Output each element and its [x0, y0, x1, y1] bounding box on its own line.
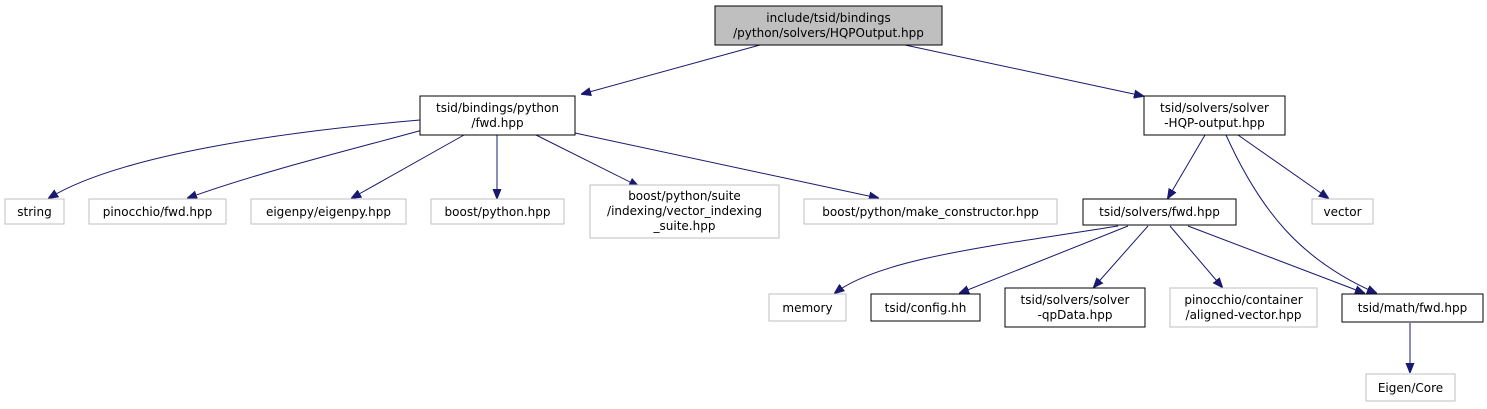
node-solver-output-line-2: -HQP-output.hpp	[1164, 116, 1265, 130]
node-vector-label: vector	[1323, 205, 1361, 219]
edge-output-solvers-fwd	[1168, 134, 1206, 198]
edge-output-math-fwd	[1225, 134, 1376, 293]
node-eigen-core-label: Eigen/Core	[1378, 381, 1443, 395]
node-eigenpy-label: eigenpy/eigenpy.hpp	[266, 205, 391, 219]
edge-bindings-boost-suite	[535, 134, 638, 186]
node-boost-suite[interactable]: boost/python/suite /indexing/vector_inde…	[589, 184, 780, 239]
node-aligned-vector-line-1: pinocchio/container	[1184, 293, 1302, 307]
node-eigenpy[interactable]: eigenpy/eigenpy.hpp	[250, 198, 407, 225]
node-bindings-fwd[interactable]: tsid/bindings/python /fwd.hpp	[419, 95, 576, 136]
edge-bindings-pinocchio	[188, 127, 431, 198]
node-aligned-vector-line-2: /aligned-vector.hpp	[1186, 308, 1302, 322]
node-qpdata-line-2: -qpData.hpp	[1038, 308, 1113, 322]
edges	[49, 44, 1410, 372]
edge-solversfwd-qpdata	[1094, 225, 1149, 287]
node-bindings-fwd-line-1: tsid/bindings/python	[436, 101, 559, 115]
node-aligned-vector[interactable]: pinocchio/container /aligned-vector.hpp	[1169, 287, 1318, 328]
edge-bindings-string	[49, 119, 421, 198]
edge-root-solver-output	[904, 44, 1143, 96]
node-root-line-1: include/tsid/bindings	[766, 11, 890, 25]
node-eigen-core[interactable]: Eigen/Core	[1365, 373, 1456, 402]
node-string-label: string	[17, 205, 51, 219]
node-solver-output-line-1: tsid/solvers/solver	[1160, 101, 1269, 115]
node-boost-suite-line-1: boost/python/suite	[628, 189, 741, 203]
node-qpdata[interactable]: tsid/solvers/solver -qpData.hpp	[1004, 287, 1146, 328]
edge-solversfwd-math	[1187, 225, 1364, 293]
node-pinocchio-fwd-label: pinocchio/fwd.hpp	[103, 205, 213, 219]
node-boost-make-label: boost/python/make_constructor.hpp	[822, 205, 1038, 219]
node-memory-label: memory	[782, 301, 832, 315]
node-boost-suite-line-3: _suite.hpp	[653, 219, 716, 233]
node-boost-make[interactable]: boost/python/make_constructor.hpp	[803, 198, 1058, 225]
node-solvers-fwd[interactable]: tsid/solvers/fwd.hpp	[1082, 198, 1237, 226]
node-boost-python-label: boost/python.hpp	[445, 205, 551, 219]
node-math-fwd[interactable]: tsid/math/fwd.hpp	[1341, 293, 1484, 323]
node-config[interactable]: tsid/config.hh	[870, 293, 981, 322]
node-config-label: tsid/config.hh	[885, 301, 967, 315]
edge-solversfwd-memory	[835, 225, 1119, 293]
node-qpdata-line-1: tsid/solvers/solver	[1021, 293, 1130, 307]
node-string[interactable]: string	[4, 198, 65, 225]
node-memory[interactable]: memory	[768, 293, 847, 322]
node-bindings-fwd-line-2: /fwd.hpp	[471, 116, 523, 130]
edge-bindings-eigenpy	[352, 134, 465, 198]
edge-output-vector	[1237, 134, 1328, 198]
node-solver-output[interactable]: tsid/solvers/solver -HQP-output.hpp	[1143, 95, 1286, 136]
node-solvers-fwd-label: tsid/solvers/fwd.hpp	[1099, 205, 1220, 219]
node-root-line-2: /python/solvers/HQPOutput.hpp	[733, 26, 924, 40]
node-root[interactable]: include/tsid/bindings /python/solvers/HQ…	[714, 5, 943, 46]
node-boost-python[interactable]: boost/python.hpp	[430, 198, 565, 225]
edge-solversfwd-aligned	[1169, 225, 1222, 287]
node-boost-suite-line-2: /indexing/vector_indexing	[607, 204, 762, 218]
node-vector[interactable]: vector	[1311, 198, 1374, 225]
edge-solversfwd-config	[960, 225, 1129, 293]
edge-root-bindings-fwd	[582, 44, 761, 94]
node-math-fwd-label: tsid/math/fwd.hpp	[1358, 301, 1467, 315]
edge-bindings-boost-make	[574, 132, 878, 198]
node-pinocchio-fwd[interactable]: pinocchio/fwd.hpp	[88, 198, 227, 225]
